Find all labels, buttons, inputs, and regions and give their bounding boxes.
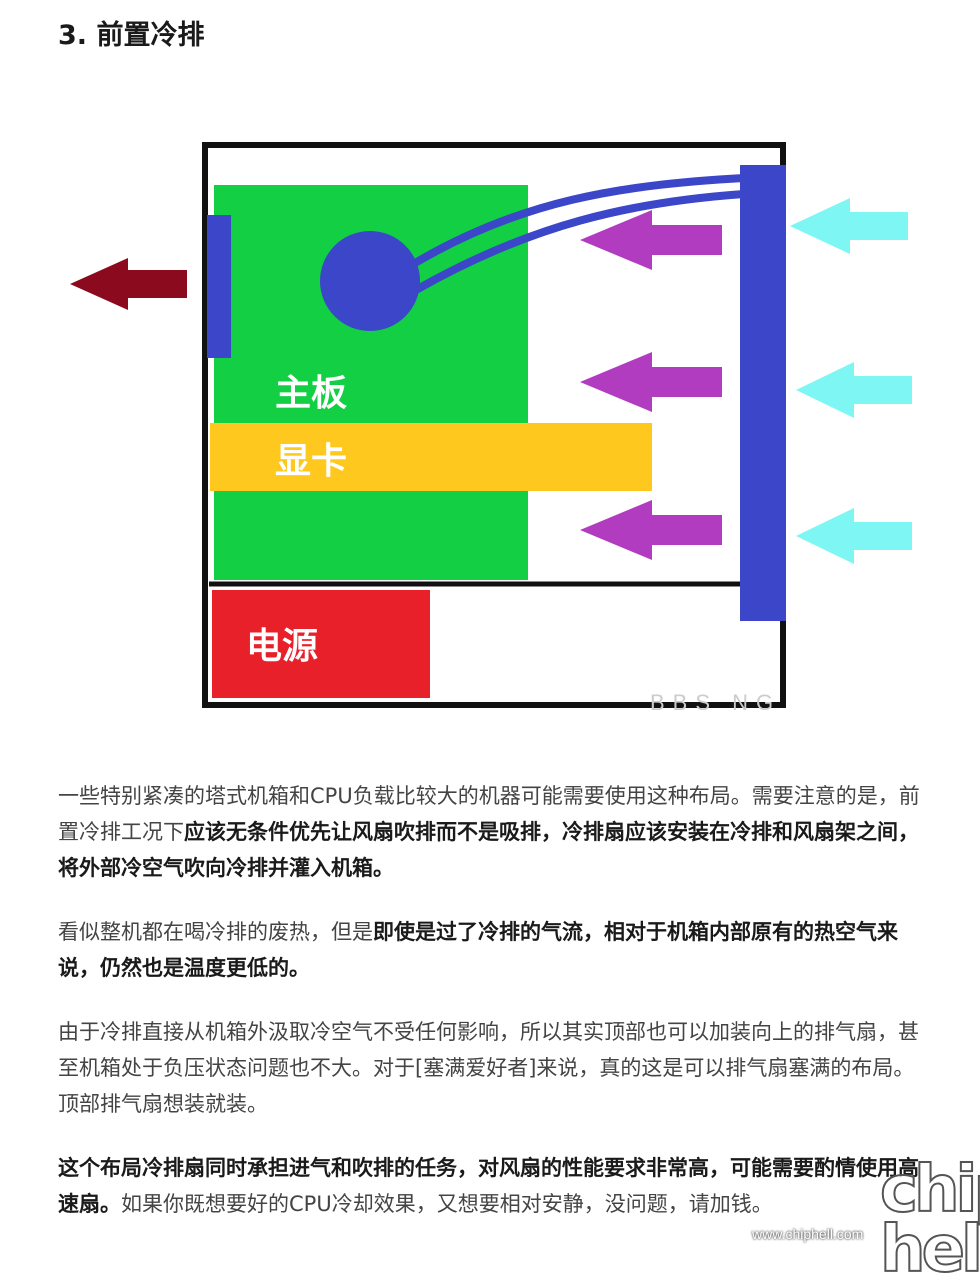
intake-arrow-1 (790, 198, 908, 254)
paragraph-3: 由于冷排直接从机箱外汲取冷空气不受任何影响，所以其实顶部也可以加装向上的排气扇，… (58, 1014, 924, 1122)
rear-fan (207, 215, 231, 358)
gpu-label: 显卡 (275, 441, 347, 482)
internal-arrow-2 (580, 352, 722, 412)
text-run-0: 一些特别紧凑的塔式机箱和CPU负载比较大的机器可能需要使用这种布局。需要注意的是… (58, 784, 920, 844)
paragraph-2: 看似整机都在喝冷排的废热，但是即使是过了冷排的气流，相对于机箱内部原有的热空气来… (58, 914, 924, 986)
text-run-1: 如果你既想要好的CPU冷却效果，又想要相对安静，没问题，请加钱。 (121, 1192, 773, 1216)
airflow-diagram-svg: BBS NG 主板 显卡 电源 (70, 142, 912, 715)
paragraph-4: 这个布局冷排扇同时承担进气和吹排的任务，对风扇的性能要求非常高，可能需要酌情使用… (58, 1150, 924, 1222)
bold-run-1: 即使是过了冷排的气流，相对于机箱内部原有的热空气来说，仍然也是温度更低的。 (58, 920, 898, 980)
psu-label: 电源 (246, 626, 318, 667)
paragraph-1: 一些特别紧凑的塔式机箱和CPU负载比较大的机器可能需要使用这种布局。需要注意的是… (58, 778, 924, 886)
section-heading: 3. 前置冷排 (58, 20, 205, 51)
intake-arrow-3 (796, 508, 912, 564)
psu (212, 590, 430, 698)
site-watermark: www.chiphell.com (752, 1226, 864, 1242)
internal-arrow-1 (580, 210, 722, 270)
tube-upper (407, 174, 745, 270)
text-run-0: 由于冷排直接从机箱外汲取冷空气不受任何影响，所以其实顶部也可以加装向上的排气扇，… (58, 1020, 919, 1116)
cpu-block (320, 231, 420, 331)
chiphell-logo-watermark: chip hell (879, 1153, 980, 1287)
intake-arrow-2 (796, 362, 912, 418)
gpu (210, 423, 652, 491)
internal-arrow-3 (580, 500, 722, 560)
text-run-0: 看似整机都在喝冷排的废热，但是 (58, 920, 373, 944)
bold-run-0: 这个布局冷排扇同时承担进气和吹排的任务，对风扇的性能要求非常高，可能需要酌情使用… (58, 1156, 919, 1216)
bold-run-1: 应该无条件优先让风扇吹排而不是吸排，冷排扇应该安装在冷排和风扇架之间，将外部冷空… (58, 820, 919, 880)
airflow-diagram: BBS NG 主板 显卡 电源 (0, 130, 980, 730)
front-radiator (740, 165, 786, 621)
tube-lower (414, 190, 745, 294)
diagram-watermark: BBS NG (650, 690, 781, 715)
motherboard-label: 主板 (275, 373, 347, 414)
exhaust-arrow (70, 258, 187, 310)
